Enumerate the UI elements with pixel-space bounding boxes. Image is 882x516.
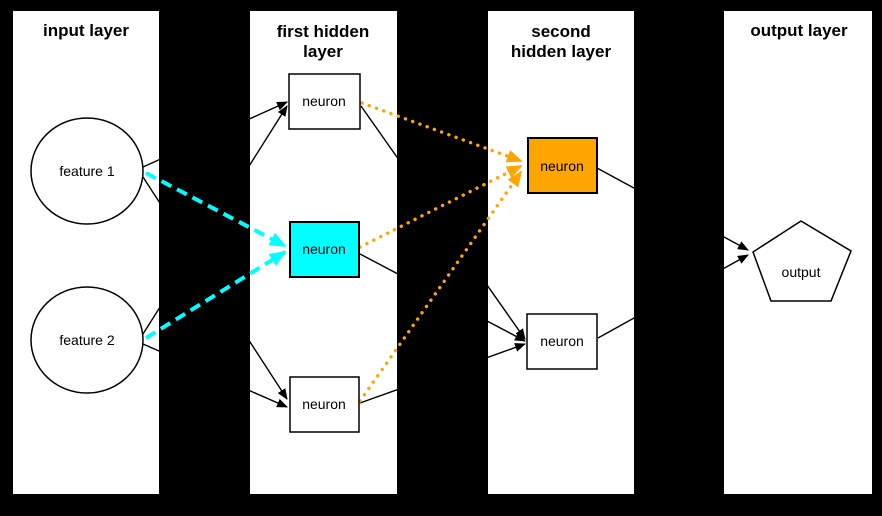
node-hidden1-neuron2-cyan: neuron xyxy=(289,221,360,278)
panel-input-layer xyxy=(13,11,159,494)
hidden1-neuron1-label: neuron xyxy=(302,93,346,109)
feature-2-circle xyxy=(30,286,144,394)
edge-feature2-to-hidden1-neuron1 xyxy=(142,105,288,335)
node-feature-1: feature 1 xyxy=(30,117,144,225)
title-first-hidden-line2: layer xyxy=(303,42,343,61)
title-second-hidden-line1: second xyxy=(531,22,591,41)
node-hidden2-neuron1-orange: neuron xyxy=(527,137,598,194)
node-hidden1-neuron1: neuron xyxy=(288,73,361,130)
edge-feature2-to-hidden1-neuron3 xyxy=(142,343,288,408)
hidden2-neuron2-box xyxy=(526,313,598,370)
panel-second-hidden-layer xyxy=(488,11,634,494)
node-output: output xyxy=(752,220,852,302)
hidden2-neuron2-label: neuron xyxy=(540,333,584,349)
edge-hidden1-neuron1-to-hidden2-neuron2 xyxy=(360,105,526,340)
edge-feature1-to-cyan-neuron xyxy=(145,171,287,248)
title-input-layer: input layer xyxy=(43,21,129,40)
edge-feature2-to-cyan-neuron xyxy=(144,250,287,340)
cyan-neuron-box xyxy=(289,221,360,278)
edge-hidden2-neuron2-to-output xyxy=(597,254,749,339)
edge-feature1-to-hidden1-neuron3 xyxy=(142,176,288,400)
node-hidden1-neuron3: neuron xyxy=(289,376,360,433)
edge-hidden1-neuron3-to-hidden2-neuron2 xyxy=(359,343,526,404)
edge-hidden1-neuron2-to-orange-neuron xyxy=(358,164,523,249)
title-output-layer: output layer xyxy=(750,21,848,40)
edge-hidden1-neuron2-to-hidden2-neuron2 xyxy=(359,253,526,342)
layer-panels xyxy=(13,11,872,494)
connection-edges xyxy=(142,101,749,408)
title-first-hidden-line1: first hidden xyxy=(277,22,370,41)
node-hidden2-neuron2: neuron xyxy=(526,313,598,370)
node-feature-2: feature 2 xyxy=(30,286,144,394)
feature-2-label: feature 2 xyxy=(59,332,114,348)
hidden1-neuron1-box xyxy=(288,73,361,130)
cyan-neuron-label: neuron xyxy=(302,241,346,257)
output-label: output xyxy=(782,264,821,280)
edge-orange-neuron-to-output xyxy=(596,167,749,251)
title-second-hidden-line2: hidden layer xyxy=(511,42,612,61)
edge-hidden1-neuron1-to-orange-neuron xyxy=(360,101,523,163)
output-pentagon xyxy=(752,220,852,302)
orange-neuron-label: neuron xyxy=(540,158,584,174)
edge-feature1-to-hidden1-neuron1 xyxy=(142,101,288,168)
edge-hidden1-neuron3-to-orange-neuron xyxy=(358,170,523,403)
nodes: feature 1 feature 2 neuron neuron neuron… xyxy=(30,73,852,433)
feature-1-label: feature 1 xyxy=(59,163,114,179)
hidden1-neuron3-box xyxy=(289,376,360,433)
feature-1-circle xyxy=(30,117,144,225)
layer-titles: input layer first hidden layer second hi… xyxy=(43,21,848,61)
hidden1-neuron3-label: neuron xyxy=(302,396,346,412)
orange-neuron-box xyxy=(527,137,598,194)
